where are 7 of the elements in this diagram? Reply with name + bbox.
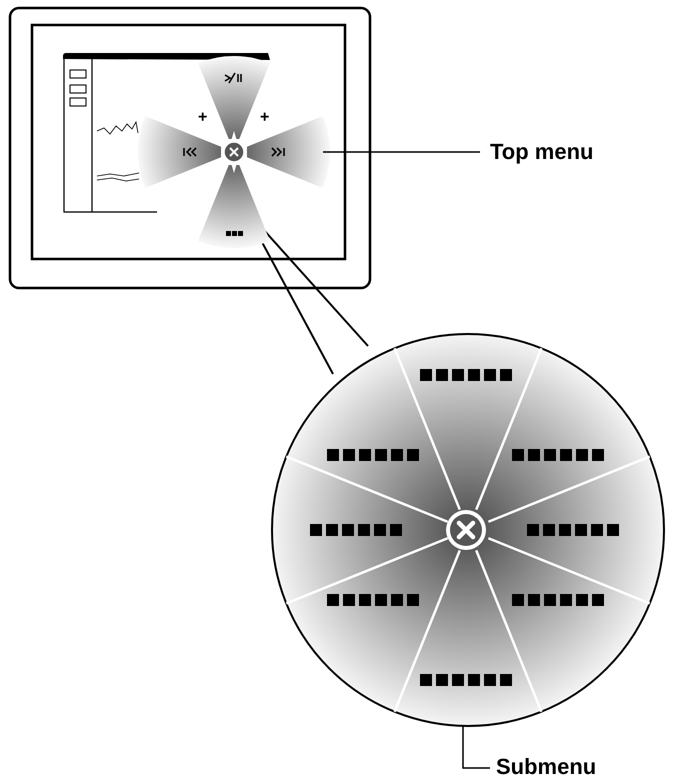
callout-label: Top menu: [490, 141, 594, 163]
leader-line: [462, 726, 490, 769]
plus-sign: +: [260, 110, 270, 126]
radial-menu: [138, 56, 330, 248]
leader-line: [323, 151, 480, 153]
callout-label: Submenu: [496, 756, 596, 778]
plus-sign: +: [198, 110, 208, 126]
